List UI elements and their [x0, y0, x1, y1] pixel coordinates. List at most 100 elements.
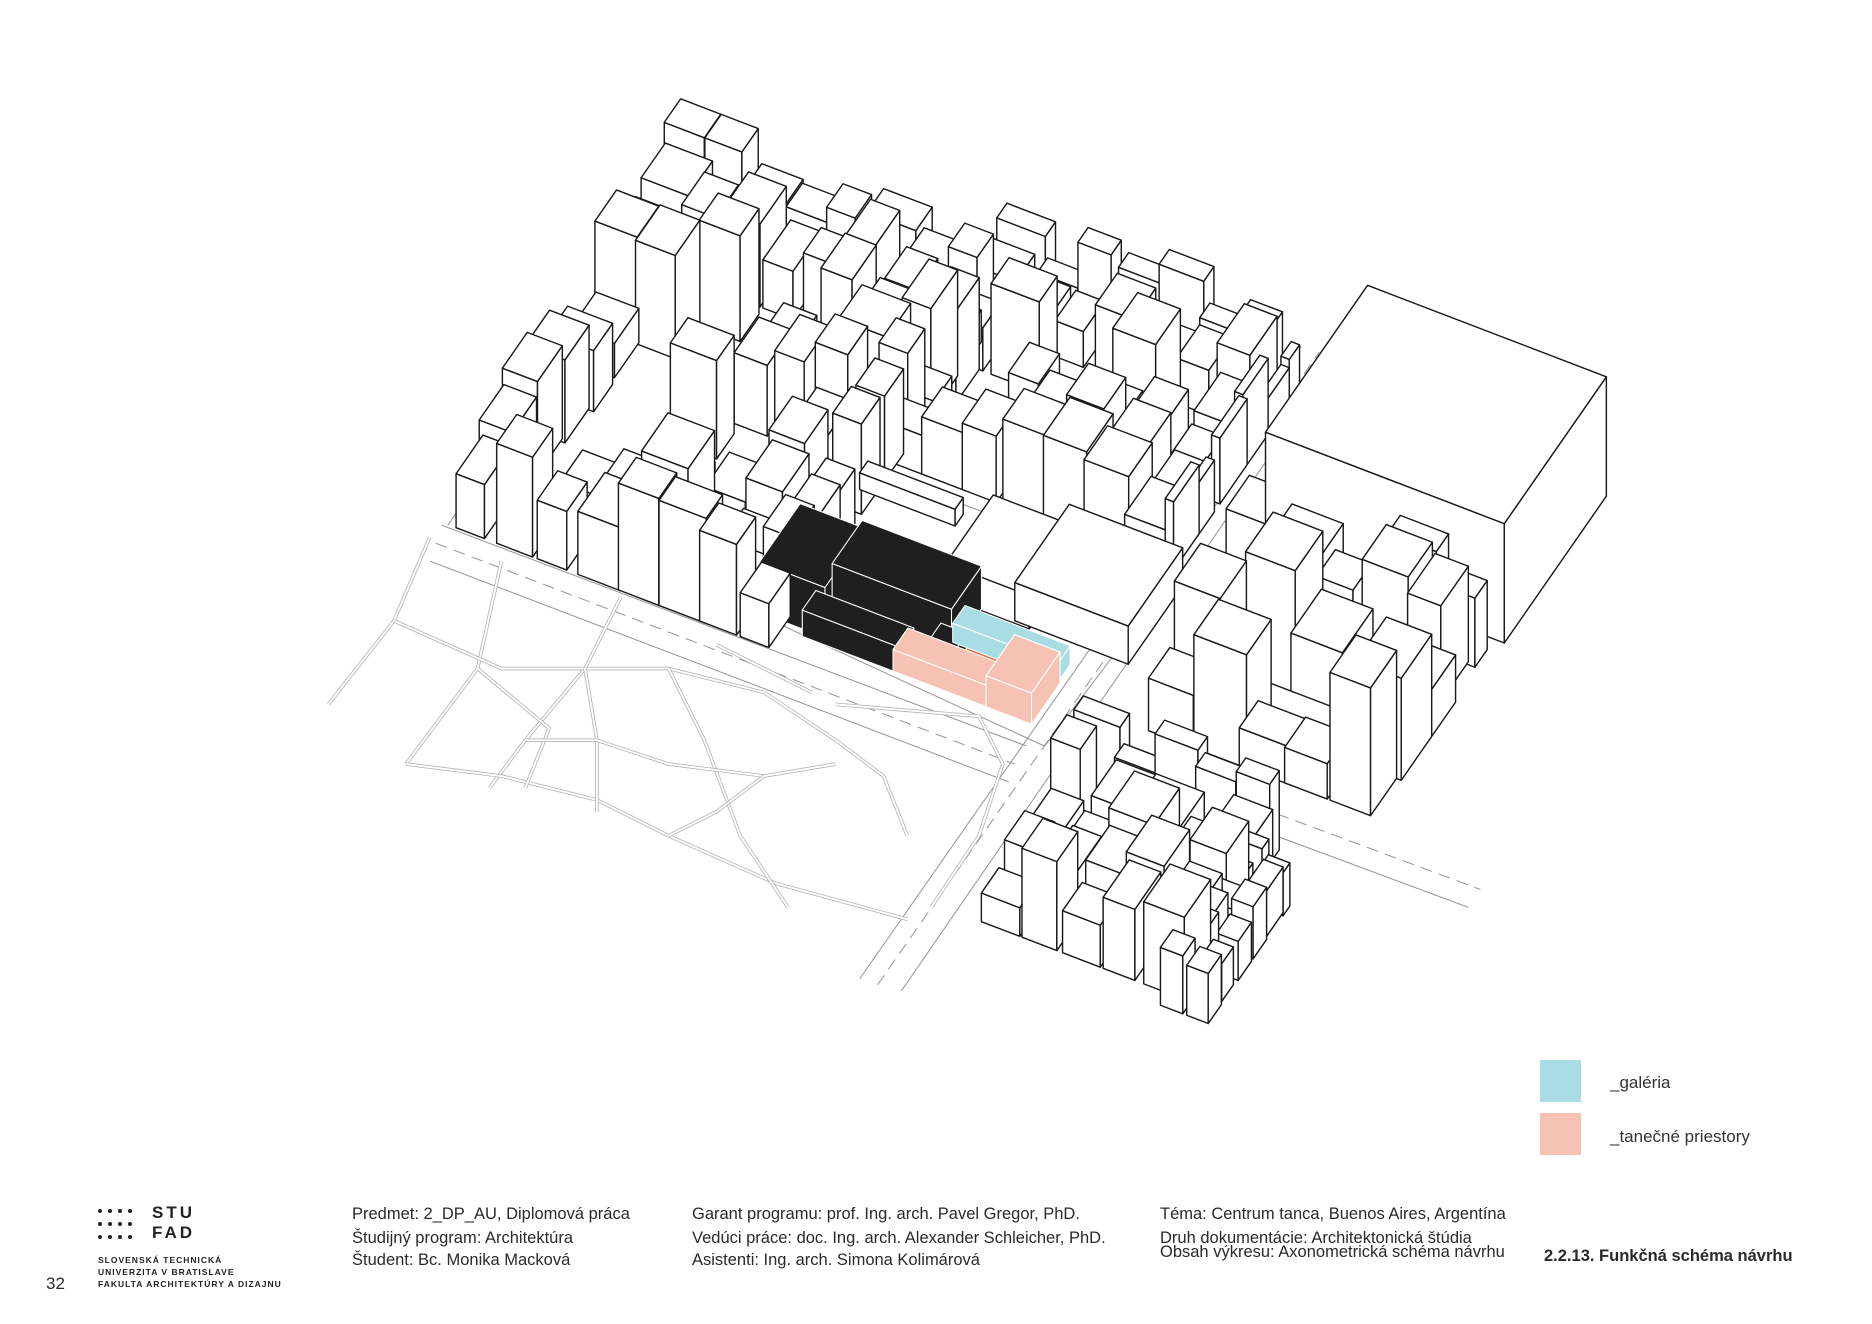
building-roof: [985, 634, 1061, 694]
building-roof: [883, 245, 939, 291]
building-roof: [745, 439, 810, 493]
building-roof: [640, 412, 716, 470]
footer-guarantor: Garant programu: prof. Ing. arch. Pavel …: [692, 1205, 1080, 1223]
footer-assistants: Asistenti: Ing. arch. Simona Kolimárová: [692, 1251, 980, 1269]
existing-building: [698, 192, 760, 343]
logo-dot: [108, 1235, 112, 1239]
building-roof: [634, 204, 701, 257]
building-roof: [1143, 863, 1212, 918]
legend-swatch-gallery: [1540, 1060, 1581, 1102]
building-roof: [820, 232, 877, 281]
building-roof: [1042, 396, 1114, 453]
building-roof: [1329, 634, 1398, 689]
building-roof: [669, 316, 735, 362]
existing-building: [634, 204, 701, 360]
building-front-face: [536, 499, 568, 571]
page-number: 32: [46, 1274, 65, 1293]
building-front-face: [698, 529, 738, 636]
park-path: [476, 667, 552, 789]
building-roof: [831, 519, 983, 610]
building-roof: [1065, 362, 1127, 410]
footer-theme: Téma: Centrum tanca, Buenos Aires, Argen…: [1160, 1205, 1506, 1223]
building-roof: [1102, 859, 1162, 911]
building-roof: [901, 258, 959, 310]
building-roof: [617, 456, 678, 500]
existing-building: [1014, 503, 1184, 665]
building-front-face: [1185, 964, 1209, 1025]
park-path-inner: [327, 536, 431, 705]
building-roof: [640, 142, 714, 197]
building-roof: [1406, 552, 1470, 607]
building-roof: [1077, 226, 1123, 256]
existing-building: [1329, 634, 1398, 817]
building-roof: [1083, 425, 1153, 478]
park-path-inner: [596, 739, 836, 777]
building-roof: [1108, 770, 1181, 826]
dance-building: [985, 634, 1061, 725]
building-roof: [1014, 503, 1184, 627]
building-roof: [1230, 878, 1268, 908]
logo-dot: [118, 1209, 122, 1213]
building-roof: [1185, 945, 1223, 975]
footer-student: Študent: Bc. Monika Macková: [352, 1251, 571, 1269]
building-roof: [855, 357, 905, 397]
building-roof: [1235, 757, 1280, 786]
building-roof: [878, 317, 926, 355]
logo-line-3: FAKULTA ARCHITEKTÚRY A DIZAJNU: [98, 1279, 282, 1289]
existing-building: [536, 470, 588, 571]
building-front-face: [1102, 896, 1136, 982]
park-path-inner: [667, 668, 789, 908]
drawing-title: 2.2.13. Funkčná schéma návrhu: [1544, 1247, 1793, 1265]
building-roof: [1215, 913, 1253, 943]
building-roof: [1021, 817, 1079, 863]
building-roof: [1264, 284, 1608, 525]
park-path: [835, 702, 1005, 909]
logo-dot: [98, 1209, 102, 1213]
building-roof: [1280, 340, 1301, 361]
buildings: [455, 98, 1608, 1025]
university-logo-dots: [98, 1207, 142, 1247]
building-roof: [990, 256, 1058, 303]
building-roof: [825, 183, 873, 219]
building-roof: [996, 202, 1057, 238]
existing-building: [1185, 945, 1223, 1025]
building-roof: [704, 113, 759, 153]
logo-stu: STU: [152, 1203, 195, 1222]
park-path: [405, 762, 908, 922]
building-roof: [495, 413, 554, 458]
building-roof: [1073, 695, 1131, 729]
logo-fad: FAD: [152, 1223, 195, 1242]
building-roof: [1112, 291, 1182, 346]
street-edge: [1062, 733, 1481, 890]
building-front-face: [495, 442, 534, 558]
footer-program: Študijný program: Architektúra: [352, 1229, 574, 1247]
logo-dot: [108, 1209, 112, 1213]
building-front-face: [1329, 671, 1372, 817]
building-roof: [1216, 303, 1278, 357]
building-roof: [768, 395, 829, 445]
existing-building: [1193, 598, 1272, 769]
street-edge: [435, 542, 1015, 765]
building-front-face: [1021, 847, 1058, 952]
building-roof: [858, 460, 964, 511]
footer-doc-type: Druh dokumentácie: Architektonická štúdi…: [1160, 1229, 1472, 1247]
logo-dot: [98, 1222, 102, 1226]
building-roof: [832, 385, 881, 425]
building-roof: [1233, 354, 1269, 396]
building-roof: [1050, 714, 1098, 751]
building-roof: [1159, 928, 1196, 957]
building-roof: [1158, 248, 1215, 282]
logo-dot: [128, 1209, 132, 1213]
building-roof: [698, 192, 760, 237]
park-path: [393, 619, 765, 695]
park-path-inner: [476, 667, 551, 789]
building-front-face: [617, 482, 660, 607]
street-edge: [900, 357, 1338, 992]
park-path-inner: [668, 775, 765, 837]
building-front-face: [634, 239, 676, 360]
park-path-inner: [715, 643, 813, 694]
footer-subject: Predmet: 2_DP_AU, Diplomová práca: [352, 1205, 630, 1223]
building-roof: [1361, 523, 1434, 578]
building-front-face: [1159, 946, 1184, 1015]
logo-dot: [128, 1235, 132, 1239]
